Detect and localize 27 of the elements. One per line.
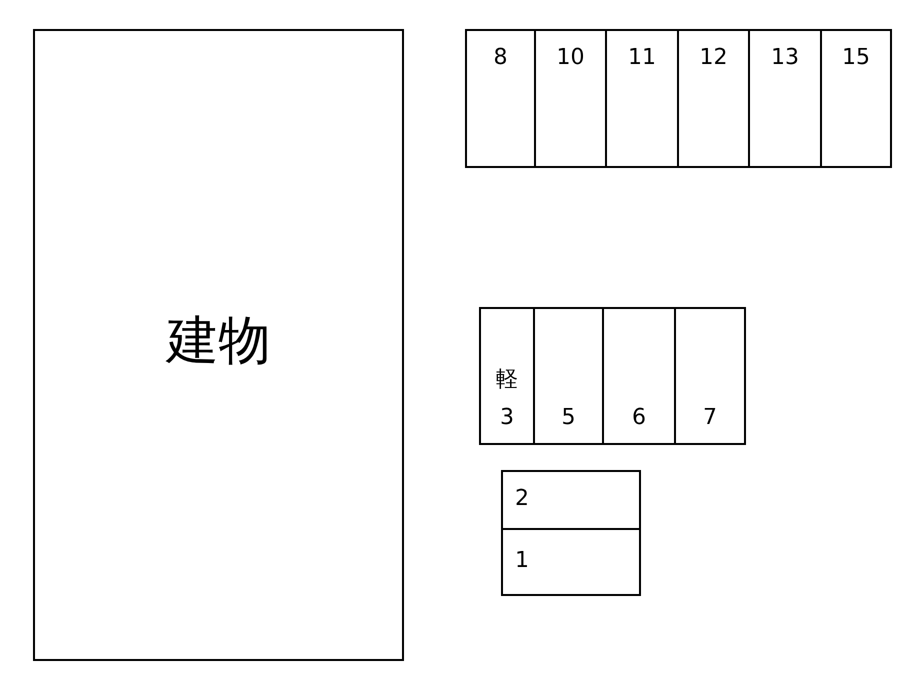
parking-space xyxy=(501,470,641,530)
space-number: 11 xyxy=(627,47,657,69)
space-number: 6 xyxy=(631,407,647,429)
space-number: 5 xyxy=(560,407,576,429)
parking-space xyxy=(465,29,536,168)
space-number: 7 xyxy=(702,407,718,429)
building-label: 建物 xyxy=(164,315,272,367)
parking-space xyxy=(677,29,750,168)
parking-space xyxy=(748,29,822,168)
parking-space xyxy=(501,528,641,596)
space-number: 2 xyxy=(515,488,529,510)
parking-space xyxy=(605,29,679,168)
space-number: 12 xyxy=(698,47,728,69)
space-type-label: 軽 xyxy=(495,369,519,391)
space-number: 3 xyxy=(499,407,515,429)
parking-space xyxy=(674,307,746,445)
space-number: 15 xyxy=(841,47,871,69)
parking-space xyxy=(479,307,535,445)
space-number: 1 xyxy=(515,550,529,572)
space-number: 8 xyxy=(492,47,508,69)
building-outline xyxy=(33,29,404,661)
space-number: 10 xyxy=(556,47,586,69)
parking-space xyxy=(533,307,604,445)
parking-space xyxy=(534,29,607,168)
parking-space xyxy=(602,307,676,445)
space-number: 13 xyxy=(770,47,800,69)
parking-space xyxy=(820,29,892,168)
